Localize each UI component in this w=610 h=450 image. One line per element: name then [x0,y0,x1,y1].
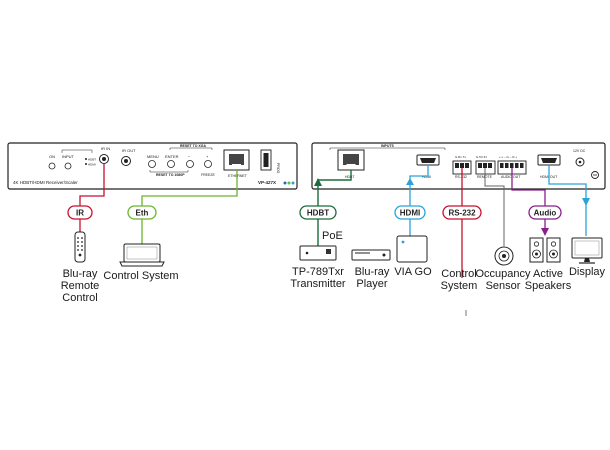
rear-inputs-label: INPUTS [381,144,395,148]
front-reset-xga-label: RESET TO XGA [180,144,206,148]
front-panel: ON INPUT HDBT HDMI IR IN IR OUT RESET TO… [7,142,298,190]
plus-button [204,160,212,168]
status-led-blue [283,181,287,185]
ir-out-port [124,159,128,163]
front-ir-out-label: IR OUT [122,148,136,153]
hdmi-out-arrow-down [582,198,590,206]
pill-hdmi: HDMI [394,205,426,220]
pill-ir: IR [67,205,93,220]
poe-label: PoE [322,230,343,242]
rear-audio-out-label: AUDIO OUT [501,175,521,179]
rear-hdmi-label: HDMI [422,175,431,179]
laptop-icon [119,243,165,267]
front-freeze-label: FREEZE [201,173,215,177]
display-label: Display [569,266,606,278]
status-led-cyan [291,181,295,185]
rear-hdbt-label: HDBT [345,175,355,179]
device-description: 4K HDBT/HDMI Receiver/Scaler [13,180,78,185]
rear-hdmi-out-port [541,158,557,163]
blu-ray-remote-line1: Blu-ray [63,268,98,280]
pill-rs232-label: RS-232 [448,209,476,218]
transmitter-line1: TP-789Txr [292,266,344,278]
hdbt-arrow-up [314,178,322,186]
rear-panel: INPUTS HDBT HDMI G Rx Tx RS-232 G 5V IN … [311,142,606,190]
transmitter-icon [299,245,337,261]
pill-audio-label: Audio [534,209,557,218]
front-input-label: INPUT [62,154,75,159]
pill-eth: Eth [127,205,157,220]
via-go-label: VIA GO [394,266,432,278]
front-hdbt-led-label: HDBT [88,158,96,162]
via-go-icon [396,235,428,263]
pill-eth-label: Eth [136,209,149,218]
blu-ray-player-line1: Blu-ray [355,266,390,278]
front-ethernet-label: ETHERNET [228,174,248,178]
minus-button [186,160,194,168]
hdmi-cable [409,165,429,236]
hdmi-arrow-up [406,178,414,185]
input-button [64,162,72,170]
rear-power-label: 12V DC [573,149,586,153]
audio-arrow-down [541,228,549,236]
enter-button [167,160,175,168]
sensor-cable [484,168,505,246]
remote-control-icon [74,231,86,263]
rs232-pins-label: G Rx Tx [455,155,466,159]
blu-ray-player-line2: Player [356,278,388,290]
occupancy-sensor-line1: Occupancy [475,268,531,280]
rear-hdmi-in-port [420,158,436,163]
rear-hdbt-port [343,154,359,165]
remote-terminal [488,163,492,168]
menu-button [148,160,156,168]
transmitter-line2: Transmitter [290,278,346,290]
control-system-pc-label: Control System [103,270,178,282]
speakers-icon [529,237,561,263]
front-prog-label: PROG [276,163,280,174]
ir-in-port [102,157,106,161]
front-menu-label: MENU [147,154,159,159]
control-system-rs-line2: System [441,280,478,292]
active-speakers-line1: Active [533,268,563,280]
hdmi-out-cable [548,165,587,236]
power-button [48,162,56,170]
pill-hdbt-label: HDBT [307,209,329,218]
eth-cable [141,170,238,244]
rear-rs232-label: RS-232 [455,175,467,179]
status-led-green [287,181,291,185]
blu-ray-remote-line3: Control [62,292,97,304]
ethernet-port [229,154,244,165]
pill-rs232: RS-232 [442,205,482,220]
power-socket [578,160,582,164]
audio-pins-label: + L − G − R + [499,155,517,159]
front-hdmi-led-label: HDMI [88,163,96,167]
front-enter-label: ENTER [165,154,179,159]
active-speakers-line2: Speakers [525,280,572,292]
blu-ray-remote-line2: Remote [61,280,100,292]
occupancy-sensor-icon [494,246,514,266]
pill-hdmi-label: HDMI [400,209,420,218]
display-icon [571,237,603,264]
remote-pins-label: G 5V IN [476,155,487,159]
audio-out-terminal [520,163,524,168]
front-plus-label: + [206,154,209,159]
control-system-rs-line1: Control [441,268,476,280]
front-ir-in-label: IR IN [101,146,110,151]
rs232-terminal [465,163,469,168]
front-on-label: ON [49,154,55,159]
blu-ray-player-icon [351,249,391,261]
pill-audio: Audio [528,205,562,220]
occupancy-sensor-line2: Sensor [486,280,521,292]
front-minus-label: − [188,154,191,159]
device-model: VP-427X [258,180,276,185]
front-reset-1080p-label: RESET TO 1080P [156,173,185,177]
pill-ir-label: IR [76,209,84,218]
pill-hdbt: HDBT [299,205,337,220]
